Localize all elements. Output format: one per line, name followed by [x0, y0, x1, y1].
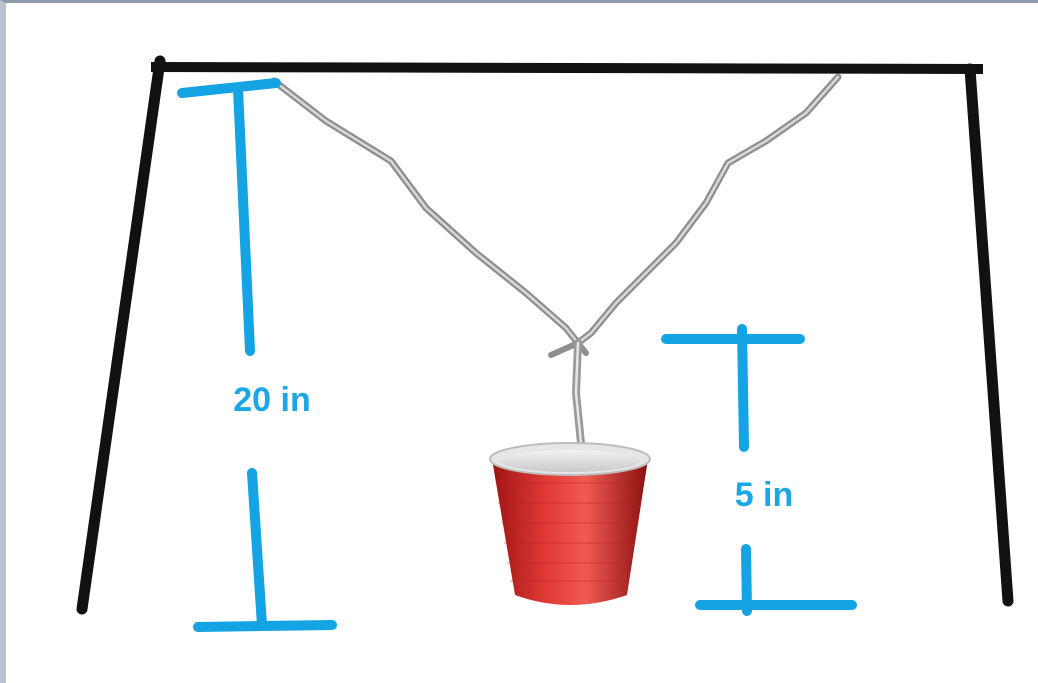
cup-body — [492, 459, 648, 605]
dim20-lower-line — [247, 468, 267, 630]
dimension-5in — [661, 324, 857, 616]
hanging-strings — [270, 73, 842, 447]
string-left — [270, 77, 582, 347]
label-5-in: 5 in — [735, 476, 794, 514]
swing-frame — [76, 55, 1014, 615]
swing-cup-diagram: 20 in 5 in — [76, 55, 1014, 632]
frame-right-leg — [964, 63, 1014, 607]
label-20-in: 20 in — [233, 381, 310, 419]
dim20-upper-line — [233, 84, 255, 356]
dimension-20in — [177, 78, 337, 632]
frame-left-leg — [76, 55, 166, 615]
dim20-bottom-cap — [193, 620, 337, 632]
dim20-top-cap — [177, 78, 281, 98]
frame-top-bar — [150, 61, 984, 75]
dim5-upper-line — [737, 324, 749, 452]
cup-inside — [500, 450, 640, 472]
red-cup — [489, 442, 651, 605]
